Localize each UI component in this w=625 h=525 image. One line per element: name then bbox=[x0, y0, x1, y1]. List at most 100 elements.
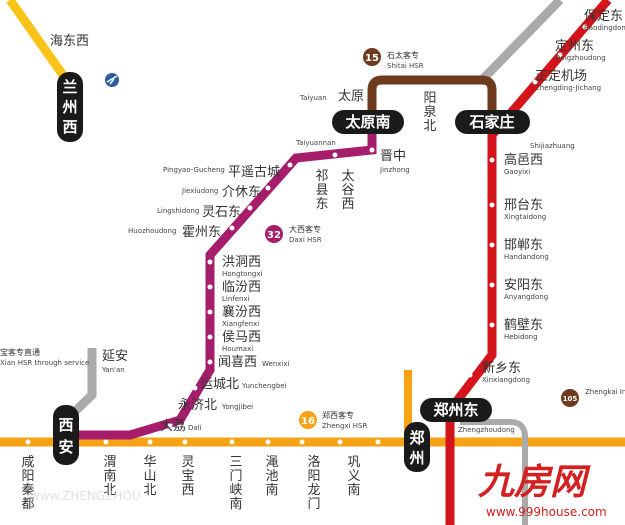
station-xingtai-en: Xingtaidong bbox=[504, 213, 546, 221]
station-yanan: 延安 bbox=[102, 349, 128, 364]
station-yuncheng: 运城北 bbox=[200, 377, 239, 392]
station-handan-en: Handandong bbox=[504, 253, 549, 261]
svg-text:Daxi HSR: Daxi HSR bbox=[289, 236, 322, 244]
station-anyang: 安阳东 bbox=[504, 278, 543, 293]
svg-text:Xian HSR through service: Xian HSR through service bbox=[0, 359, 89, 367]
svg-text:北: 北 bbox=[143, 483, 156, 498]
svg-text:西: 西 bbox=[341, 197, 354, 212]
hub-lanzhouxi-char3: 西 bbox=[62, 118, 77, 136]
station-jinzhong-en: Jinzhong bbox=[379, 166, 410, 174]
svg-text:郑西客专: 郑西客专 bbox=[322, 410, 354, 420]
svg-text:Shitai HSR: Shitai HSR bbox=[387, 62, 424, 70]
station-taiyuan-en: Taiyuan bbox=[299, 94, 327, 102]
svg-text:北: 北 bbox=[103, 483, 116, 498]
hub-shijiazhuang: 石家庄 bbox=[455, 110, 530, 134]
station-zhengding-en: Zhengding-Jichang bbox=[535, 84, 601, 92]
svg-text:石太客专: 石太客专 bbox=[387, 50, 419, 60]
grey-line-zhengzhou-loop bbox=[460, 419, 528, 525]
station-huozhou-en: Huozhoudong bbox=[128, 227, 176, 235]
watermark-faint: www.ZHENGZHOU bbox=[30, 489, 141, 503]
station-yongji: 永济北 bbox=[178, 398, 217, 413]
svg-text:北: 北 bbox=[423, 119, 436, 134]
station-wenxi: 闻喜西 bbox=[218, 355, 257, 370]
station-hongtong-en: Hongtongxi bbox=[222, 270, 262, 278]
purple-station-dots bbox=[167, 147, 375, 428]
svg-text:东: 东 bbox=[315, 197, 328, 212]
svg-text:县: 县 bbox=[315, 183, 328, 198]
station-yongji-en: Yongjibei bbox=[221, 403, 253, 411]
station-linfen: 临汾西 bbox=[222, 280, 261, 295]
svg-text:渑: 渑 bbox=[265, 455, 278, 470]
station-handan: 邯郸东 bbox=[504, 238, 543, 253]
station-dingzhou: 定州东 bbox=[555, 39, 594, 54]
svg-text:门: 门 bbox=[307, 497, 320, 512]
hub-zhengzhoudong: 郑州东 bbox=[420, 398, 492, 422]
brown-line-shitai bbox=[367, 75, 497, 118]
hub-zhengzhou: 郑 州 bbox=[404, 422, 430, 472]
hub-zhengzhou-char2: 州 bbox=[408, 449, 424, 467]
watermark-url: www.999house.com bbox=[486, 505, 607, 519]
station-xinxiang: 新乡东 bbox=[482, 360, 521, 376]
station-lingbao: 灵宝西 bbox=[181, 455, 194, 498]
station-haidongxi: 海东西 bbox=[50, 34, 89, 49]
station-xinxiang-en: Xinxiangdong bbox=[482, 376, 530, 384]
station-labels: 海东西 太原 Taiyuan Taiyuannan 晋中 Jinzhong 平遥… bbox=[50, 9, 625, 434]
svg-text:石家庄: 石家庄 bbox=[468, 113, 514, 131]
hub-xianbei: 西 安 bbox=[53, 405, 79, 465]
station-weinanbei: 渭南北 bbox=[103, 455, 116, 498]
svg-text:南: 南 bbox=[265, 482, 278, 498]
svg-text:渭: 渭 bbox=[103, 455, 116, 470]
station-gaoyi: 高邑西 bbox=[504, 152, 543, 168]
svg-text:义: 义 bbox=[347, 469, 360, 484]
svg-text:Zhengkai Intercity: Zhengkai Intercity bbox=[585, 388, 625, 396]
station-anyang-en: Anyangdong bbox=[504, 293, 548, 301]
station-zhengding: 正定机场 bbox=[535, 69, 587, 84]
shitai-line-badge: 15 石太客专 Shitai HSR bbox=[363, 48, 424, 70]
hub-xianbei-char1: 西 bbox=[58, 416, 73, 434]
station-pingyao: 平遥古城 bbox=[228, 165, 280, 180]
station-jiexiu-en: Jiexiudong bbox=[181, 187, 218, 195]
svg-text:洛: 洛 bbox=[307, 455, 320, 470]
svg-text:峡: 峡 bbox=[229, 483, 242, 498]
svg-text:15: 15 bbox=[365, 53, 379, 64]
xian-through-label: 宝客专直通 Xian HSR through service bbox=[0, 347, 89, 367]
zhengxi-line-badge: 16 郑西客专 Zhengxi HSR bbox=[299, 410, 367, 430]
svg-text:阳: 阳 bbox=[307, 469, 320, 484]
station-wenxi-en: Wenxixi bbox=[262, 360, 289, 368]
hub-lanzhouxi: 兰 州 西 bbox=[57, 72, 83, 142]
svg-text:宝客专直通: 宝客专直通 bbox=[0, 347, 40, 357]
station-qixian: 祁县东 bbox=[315, 169, 328, 212]
red-station-dots bbox=[467, 24, 588, 378]
svg-text:105: 105 bbox=[563, 395, 578, 403]
svg-text:池: 池 bbox=[265, 469, 278, 484]
daxi-line-badge: 32 大西客专 Daxi HSR bbox=[265, 224, 322, 244]
svg-text:秦: 秦 bbox=[21, 483, 34, 498]
red-line-jingguang bbox=[445, 0, 612, 525]
station-pingyao-en: Pingyao-Gucheng bbox=[163, 166, 225, 174]
svg-text:太原南: 太原南 bbox=[345, 113, 390, 131]
station-xiangfen: 襄汾西 bbox=[222, 304, 261, 320]
svg-text:谷: 谷 bbox=[341, 183, 354, 198]
station-jiexiu: 介休东 bbox=[222, 185, 261, 200]
station-dali: 大荔 bbox=[160, 419, 186, 434]
hub-lanzhouxi-char1: 兰 bbox=[62, 78, 77, 96]
svg-text:32: 32 bbox=[267, 230, 281, 241]
station-dingzhou-en: Dingzhoudong bbox=[555, 54, 606, 62]
station-hebi: 鹤壁东 bbox=[504, 317, 543, 333]
svg-text:宝: 宝 bbox=[181, 469, 194, 484]
station-yuncheng-en: Yunchengbei bbox=[241, 382, 287, 390]
station-yangquanbei: 阳泉北 bbox=[423, 91, 436, 134]
svg-text:郑州东: 郑州东 bbox=[433, 401, 478, 419]
hub-xianbei-char2: 安 bbox=[58, 438, 73, 456]
station-mianchi: 渑池南 bbox=[265, 455, 278, 498]
svg-text:太: 太 bbox=[341, 169, 354, 184]
station-gongyi: 巩义南 bbox=[347, 455, 360, 498]
svg-text:泉: 泉 bbox=[423, 104, 436, 120]
station-shijiazhuang-en: Shijiazhuang bbox=[530, 142, 575, 150]
station-linfen-en: Linfenxi bbox=[222, 295, 250, 303]
